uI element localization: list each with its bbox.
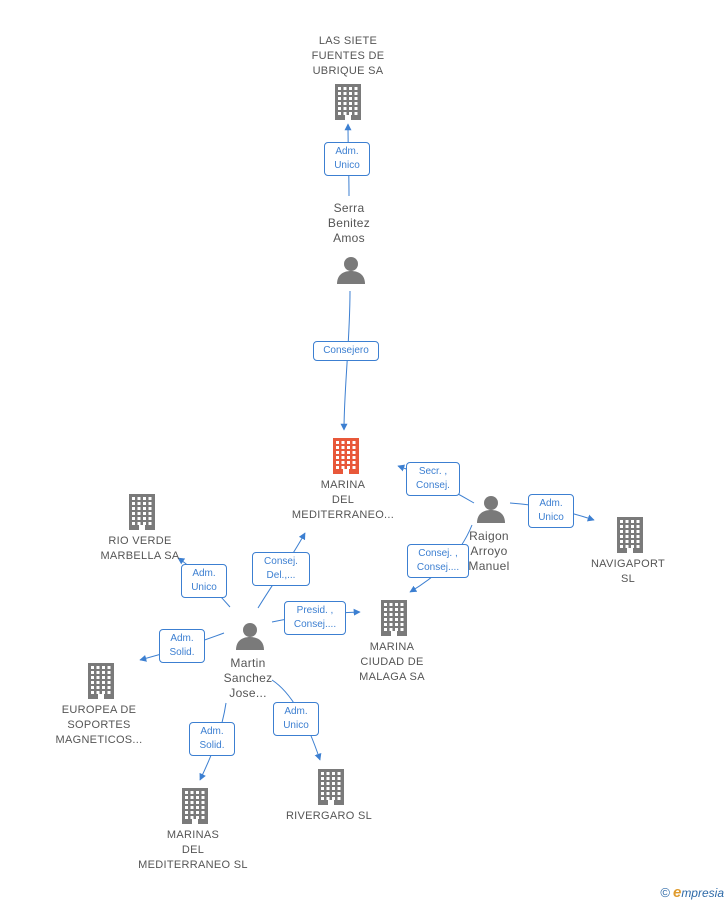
company-node-navigaport[interactable] xyxy=(615,517,645,558)
relation-label-r3[interactable]: Secr. , Consej. xyxy=(406,462,460,496)
company-label-rivergaro[interactable]: RIVERGARO SL xyxy=(285,810,373,822)
building-icon xyxy=(333,438,359,474)
person-icon xyxy=(477,496,505,523)
person-label-serra[interactable]: Serra Benitez Amos xyxy=(327,201,371,245)
footer-brand[interactable]: ©empresia xyxy=(660,884,724,901)
company-label-navigaport[interactable]: NAVIGAPORT SL xyxy=(590,558,666,585)
relation-label-r6[interactable]: Consej. Del.,... xyxy=(252,552,310,586)
company-node-siete[interactable] xyxy=(333,84,363,125)
person-node-martin[interactable] xyxy=(235,621,265,656)
building-icon xyxy=(129,494,155,530)
company-label-marinas[interactable]: MARINAS DEL MEDITERRANEO SL xyxy=(138,829,248,871)
copyright-icon: © xyxy=(660,885,670,900)
building-icon xyxy=(318,769,344,805)
person-label-raigon[interactable]: Raigon Arroyo Manuel xyxy=(468,529,510,573)
building-icon xyxy=(381,600,407,636)
company-label-rioverde[interactable]: RIO VERDE MARBELLA SA xyxy=(100,535,180,562)
person-icon xyxy=(337,257,365,284)
relation-label-r9[interactable]: Adm. Solid. xyxy=(159,629,205,663)
relation-label-r5[interactable]: Consej. , Consej.... xyxy=(407,544,469,578)
brand-logo-text: mpresia xyxy=(681,886,724,900)
relation-label-r7[interactable]: Adm. Unico xyxy=(181,564,227,598)
company-node-center[interactable] xyxy=(331,438,361,479)
relation-label-r2[interactable]: Consejero xyxy=(313,341,379,361)
company-node-marinas[interactable] xyxy=(180,788,210,829)
company-label-malaga[interactable]: MARINA CIUDAD DE MALAGA SA xyxy=(359,641,425,683)
person-node-raigon[interactable] xyxy=(476,494,506,529)
building-icon xyxy=(335,84,361,120)
relation-label-r1[interactable]: Adm. Unico xyxy=(324,142,370,176)
building-icon xyxy=(182,788,208,824)
company-label-europea[interactable]: EUROPEA DE SOPORTES MAGNETICOS... xyxy=(55,704,143,746)
building-icon xyxy=(617,517,643,553)
person-node-serra[interactable] xyxy=(336,255,366,290)
relation-label-r11[interactable]: Adm. Unico xyxy=(273,702,319,736)
relation-label-r8[interactable]: Presid. , Consej.... xyxy=(284,601,346,635)
brand-logo-initial: e xyxy=(672,884,682,901)
edge-serra-center xyxy=(340,290,351,431)
relation-label-r4[interactable]: Adm. Unico xyxy=(528,494,574,528)
company-node-europea[interactable] xyxy=(86,663,116,704)
company-node-malaga[interactable] xyxy=(379,600,409,641)
person-label-martin[interactable]: Martin Sanchez Jose... xyxy=(223,656,273,700)
building-icon xyxy=(88,663,114,699)
relation-label-r10[interactable]: Adm. Solid. xyxy=(189,722,235,756)
company-node-rioverde[interactable] xyxy=(127,494,157,535)
person-icon xyxy=(236,623,264,650)
company-node-rivergaro[interactable] xyxy=(316,769,346,810)
company-label-center[interactable]: MARINA DEL MEDITERRANEO... xyxy=(291,479,395,521)
company-label-siete[interactable]: LAS SIETE FUENTES DE UBRIQUE SA xyxy=(311,35,385,77)
